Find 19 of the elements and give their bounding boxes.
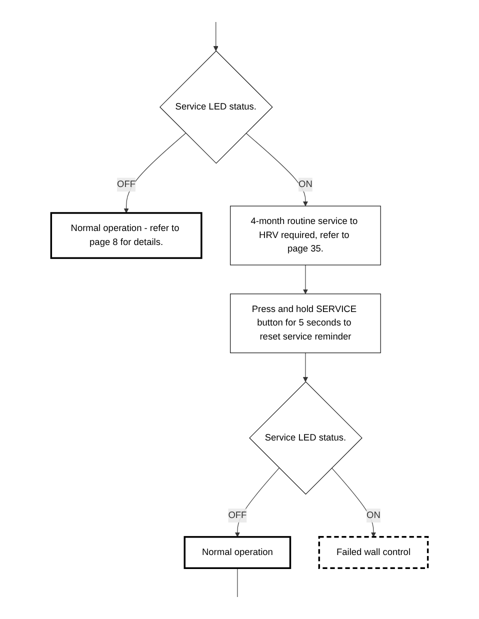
node-box: Normal operation [184, 536, 292, 569]
node-box: Normal operation - refer to page 8 for details. [50, 212, 202, 259]
arrow [331, 468, 376, 538]
node-diamond: Service LED status. [160, 50, 273, 164]
edge-label: ON [298, 179, 312, 190]
node-box: Failed wall control [318, 536, 429, 569]
arrow [302, 264, 308, 294]
edge-label: OFF [117, 179, 136, 190]
arrow [124, 132, 186, 214]
arrow [246, 132, 308, 206]
node-box: Press and hold SERVICE button for 5 seconds to reset service reminder [230, 294, 381, 354]
arrow [302, 352, 308, 382]
arrow [234, 468, 280, 538]
arrow [213, 22, 218, 52]
node-diamond: Service LED status. [249, 381, 362, 495]
node-box: 4-month routine service to HRV required, refer to page 35. [230, 206, 381, 266]
edge-label: OFF [228, 510, 247, 520]
edge-label: ON [366, 510, 380, 520]
connector [237, 568, 238, 598]
